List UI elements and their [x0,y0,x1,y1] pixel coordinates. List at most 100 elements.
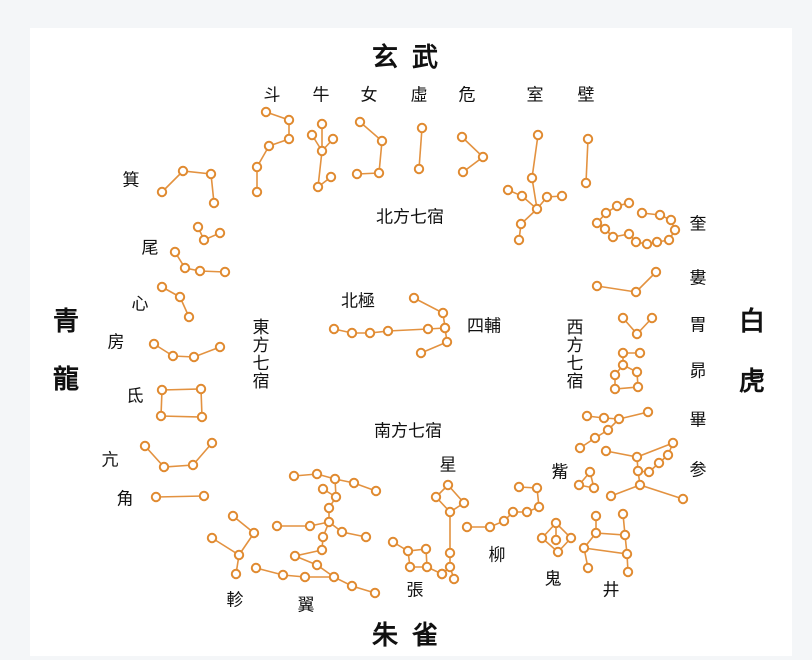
star [588,482,600,494]
mansion-label: 危 [458,85,476,106]
constellation-ji [156,165,220,209]
star [311,468,323,480]
constellation-ji-small [192,221,226,246]
constellation-line [153,343,221,358]
star [214,341,226,353]
star [179,262,191,274]
star [444,547,456,559]
mansion-label: 室 [526,85,544,106]
constellation-line [418,127,423,170]
star [516,190,528,202]
constellation-line [328,521,367,538]
star [550,534,562,546]
star [632,381,644,393]
star [667,437,679,449]
star [602,424,614,436]
star [531,482,543,494]
star [632,465,644,477]
star [507,506,519,518]
star [195,383,207,395]
star [373,167,385,179]
guardian-west-2: 虎 [738,367,765,397]
star [582,133,594,145]
star [312,181,324,193]
constellation-di [155,383,208,423]
mansion-label: 虛 [410,85,428,106]
constellation-wei-tail [169,246,231,278]
star [484,521,496,533]
constellation-kui [591,197,681,250]
star [441,336,453,348]
constellation-lou [591,266,662,298]
label-pole: 北極 [341,291,375,312]
star [456,131,468,143]
mansion-label: 昴 [689,361,707,382]
star [230,568,242,580]
star [227,510,239,522]
star [641,238,653,250]
star [158,461,170,473]
star [502,184,514,196]
region-north: 北方七宿 [376,207,444,228]
star [370,485,382,497]
star [382,325,394,337]
star [654,209,666,221]
star [653,457,665,469]
constellation-bi-net [574,406,654,454]
mansion-label: 井 [602,580,620,601]
star [617,508,629,520]
star [348,477,360,489]
star [327,133,339,145]
guardian-west-1: 白 [738,307,765,337]
constellation-line [174,251,226,273]
star [444,561,456,573]
constellation-yi [250,468,382,599]
constellation-line [161,286,190,318]
star [578,542,590,554]
star [643,466,655,478]
mansion-label: 畢 [689,410,707,431]
star [174,291,186,303]
star [665,214,677,226]
star [589,432,601,444]
guardian-south: 朱雀 [371,621,453,651]
star [621,548,633,560]
star [251,161,263,173]
star [183,311,195,323]
star [364,327,376,339]
star [408,292,420,304]
star [336,526,348,538]
star [323,502,335,514]
star [584,466,596,478]
star [289,550,301,562]
star [415,347,427,359]
constellation-xin [156,281,195,323]
star [477,151,489,163]
star [609,369,621,381]
star [580,177,592,189]
constellation-line [579,418,620,449]
star [574,442,586,454]
star [413,163,425,175]
star [169,246,181,258]
mansion-label: 鬼 [544,569,562,590]
star [325,171,337,183]
star [328,323,340,335]
star [323,516,335,528]
region-west: 西方七宿 [562,318,583,390]
star [288,470,300,482]
star [536,532,548,544]
star [430,491,442,503]
star [346,327,358,339]
star [605,490,617,502]
star [513,234,525,246]
constellation-bi [580,133,594,189]
star [600,207,612,219]
star [590,510,602,522]
constellation-zhen [206,510,260,580]
star [630,286,642,298]
star [329,473,341,485]
star [582,562,594,574]
